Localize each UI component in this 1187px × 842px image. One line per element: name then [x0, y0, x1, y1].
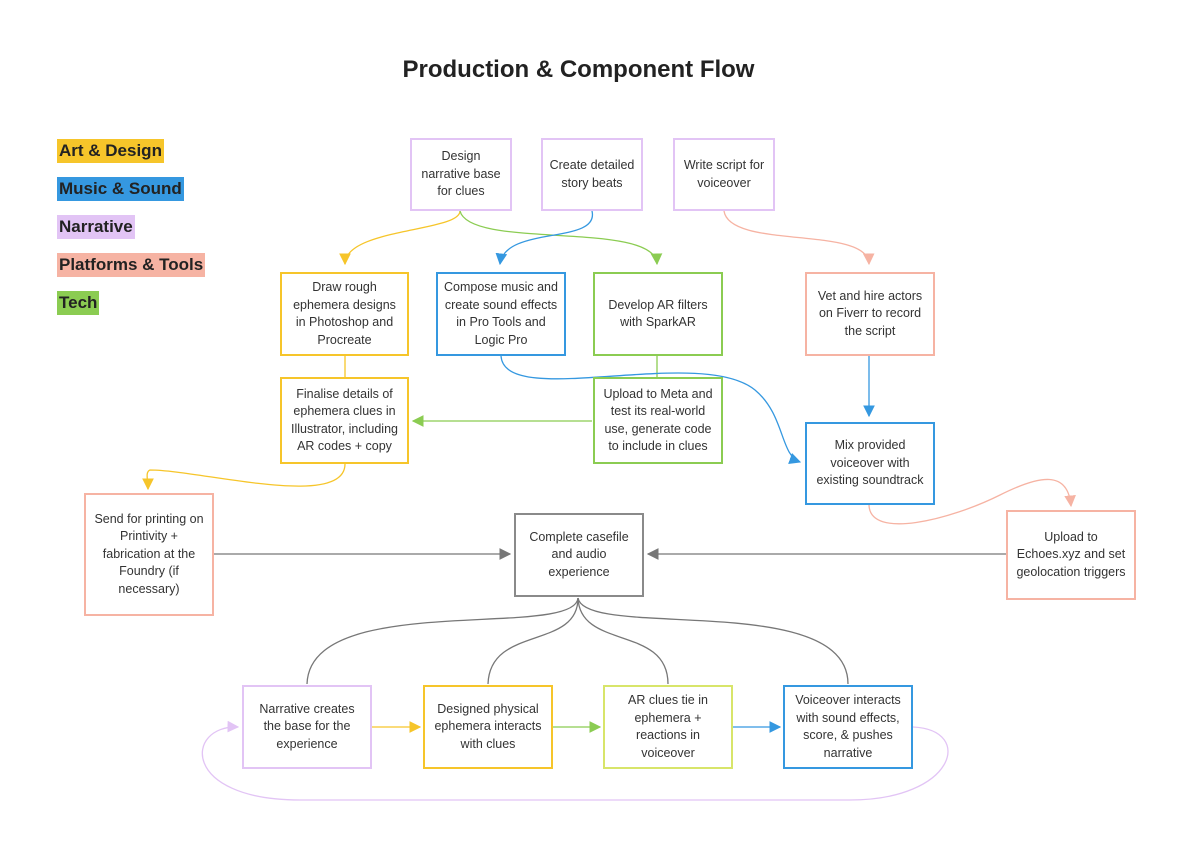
node-upload-echoes: Upload to Echoes.xyz and set geolocation…: [1006, 510, 1136, 600]
edge-narrative-to-draw: [339, 210, 461, 266]
node-finalise-clues: Finalise details of ephemera clues in Il…: [280, 377, 409, 464]
node-compose-music: Compose music and create sound effects i…: [436, 272, 566, 356]
edge-mix-to-echoes: [868, 478, 1076, 525]
edge-casefile-to-narrative-base: [306, 597, 579, 685]
edge-casefile-to-voiceover: [577, 597, 849, 685]
legend-platforms-tools: Platforms & Tools: [57, 253, 206, 277]
legend-narrative: Narrative: [57, 215, 135, 239]
node-upload-meta: Upload to Meta and test its real-world u…: [593, 377, 723, 464]
node-mix-voiceover: Mix provided voiceover with existing sou…: [805, 422, 935, 505]
node-draw-ephemera: Draw rough ephemera designs in Photoshop…: [280, 272, 409, 356]
edge-beats-to-music: [495, 210, 593, 266]
edge-casefile-to-ar-clues: [577, 597, 669, 685]
edge-script-to-actors: [723, 210, 875, 266]
edge-casefile-to-ephemera: [487, 597, 579, 685]
node-story-beats: Create detailed story beats: [541, 138, 643, 211]
node-narrative-base: Narrative creates the base for the exper…: [242, 685, 372, 769]
node-voiceover-interacts: Voiceover interacts with sound effects, …: [783, 685, 913, 769]
node-design-narrative: Design narrative base for clues: [410, 138, 512, 211]
node-send-printing: Send for printing on Printivity + fabric…: [84, 493, 214, 616]
legend-music-sound: Music & Sound: [57, 177, 184, 201]
edge-finalise-to-printing: [142, 463, 346, 491]
edge-music-to-mix: [500, 355, 802, 465]
legend-tech: Tech: [57, 291, 100, 315]
diagram-title: Production & Component Flow: [402, 56, 755, 83]
node-write-script: Write script for voiceover: [673, 138, 775, 211]
node-complete-casefile: Complete casefile and audio experience: [514, 513, 644, 597]
node-ar-clues: AR clues tie in ephemera + reactions in …: [603, 685, 733, 769]
node-develop-ar: Develop AR filters with SparkAR: [593, 272, 723, 356]
node-physical-ephemera: Designed physical ephemera interacts wit…: [423, 685, 553, 769]
edge-narrative-to-ar: [459, 210, 663, 266]
edge-voiceover-loop-to-base: [201, 720, 949, 801]
node-hire-actors: Vet and hire actors on Fiverr to record …: [805, 272, 935, 356]
legend-art-design: Art & Design: [57, 139, 164, 163]
